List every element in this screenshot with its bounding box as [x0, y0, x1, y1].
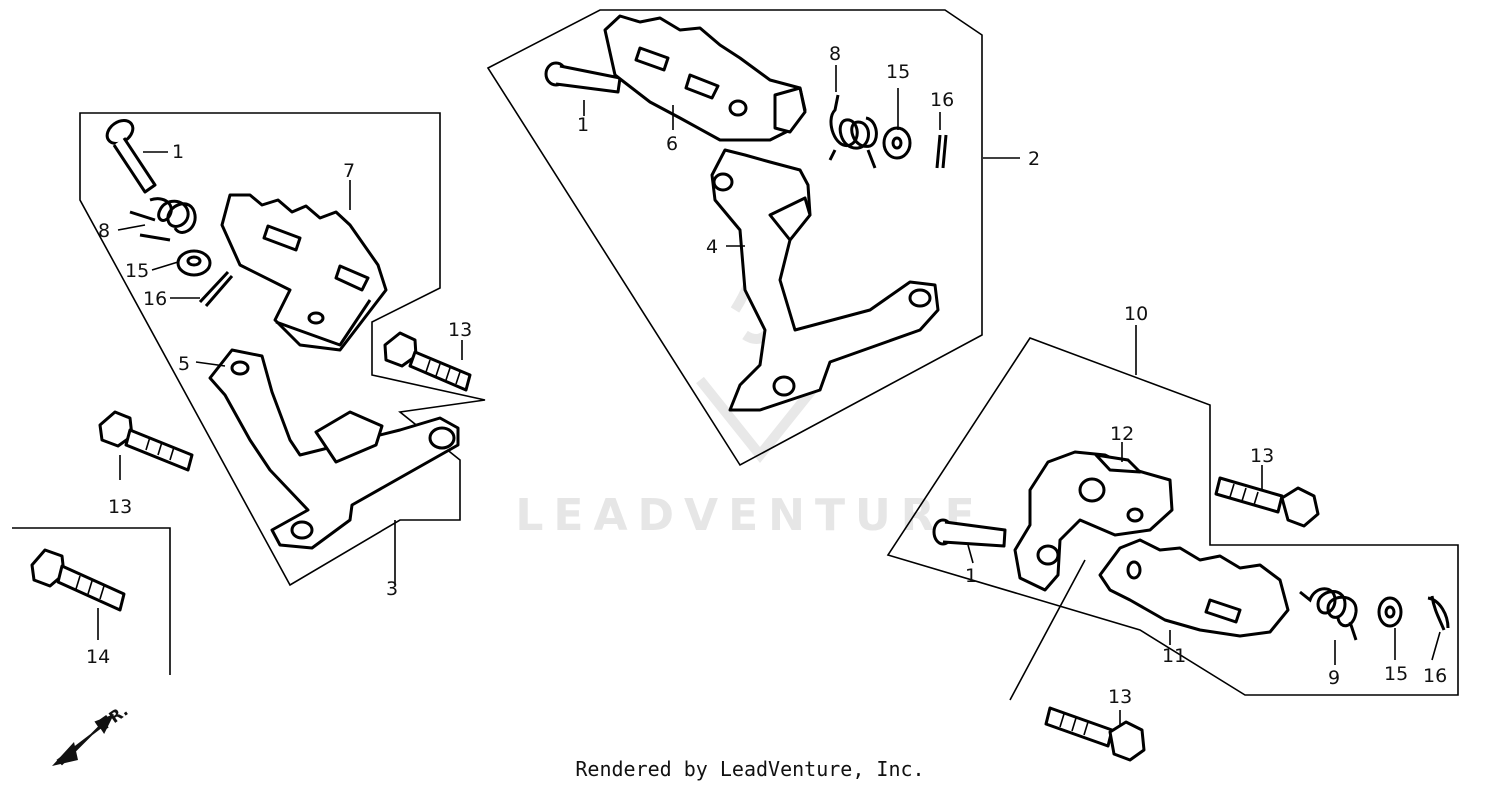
bolt-part: [1044, 706, 1146, 762]
callout-16: 16: [1423, 665, 1447, 687]
watermark-text: LEADVENTURE: [515, 490, 984, 541]
callout-6: 6: [666, 133, 678, 155]
bolt-part: [383, 331, 472, 392]
bolt-part: [98, 410, 194, 472]
callout-8: 8: [829, 43, 841, 65]
callout-11: 11: [1162, 645, 1186, 667]
callout-16: 16: [143, 288, 167, 310]
callout-15: 15: [886, 61, 910, 83]
callout-13: 13: [108, 496, 132, 518]
cotter-pin-part: [198, 270, 234, 307]
right-step-assembly: [886, 325, 1459, 762]
footpeg-part: [603, 14, 807, 142]
pin-part: [105, 119, 157, 194]
callout-1: 1: [577, 114, 589, 136]
callout-14: 14: [86, 646, 110, 668]
callout-3: 3: [386, 578, 398, 600]
footpeg-part: [220, 193, 388, 352]
callout-9: 9: [1328, 667, 1340, 689]
callout-15: 15: [125, 260, 149, 282]
cotter-pin-part: [935, 134, 948, 169]
cotter-pin-part: [1427, 595, 1450, 631]
footer-credit: Rendered by LeadVenture, Inc.: [575, 757, 925, 781]
callout-1: 1: [172, 141, 184, 163]
callout-12: 12: [1110, 423, 1134, 445]
callout-4: 4: [706, 236, 718, 258]
callout-13: 13: [1108, 686, 1132, 708]
callout-13: 13: [1250, 445, 1274, 467]
spring-part: [1299, 587, 1358, 641]
spring-part: [129, 197, 197, 242]
callout-1: 1: [965, 565, 977, 587]
callout-2: 2: [1028, 148, 1040, 170]
washer-part: [176, 249, 212, 277]
callout-16: 16: [930, 89, 954, 111]
callout-15: 15: [1384, 663, 1408, 685]
spring-part: [828, 94, 878, 169]
callout-13: 13: [448, 319, 472, 341]
step-bracket-part: [1013, 450, 1174, 592]
step-bracket-part: [208, 348, 460, 550]
callout-8: 8: [98, 220, 110, 242]
front-direction-arrow-icon: [52, 714, 115, 766]
bolt-part: [1214, 476, 1320, 528]
footpeg-part: [1098, 538, 1290, 638]
top-step-assembly: [486, 9, 1020, 467]
left-step-assembly: [79, 112, 486, 587]
bolt-14-box: [12, 527, 171, 675]
callout-5: 5: [178, 353, 190, 375]
step-bracket-part: [710, 148, 940, 412]
callout-7: 7: [343, 160, 355, 182]
callout-10: 10: [1124, 303, 1148, 325]
